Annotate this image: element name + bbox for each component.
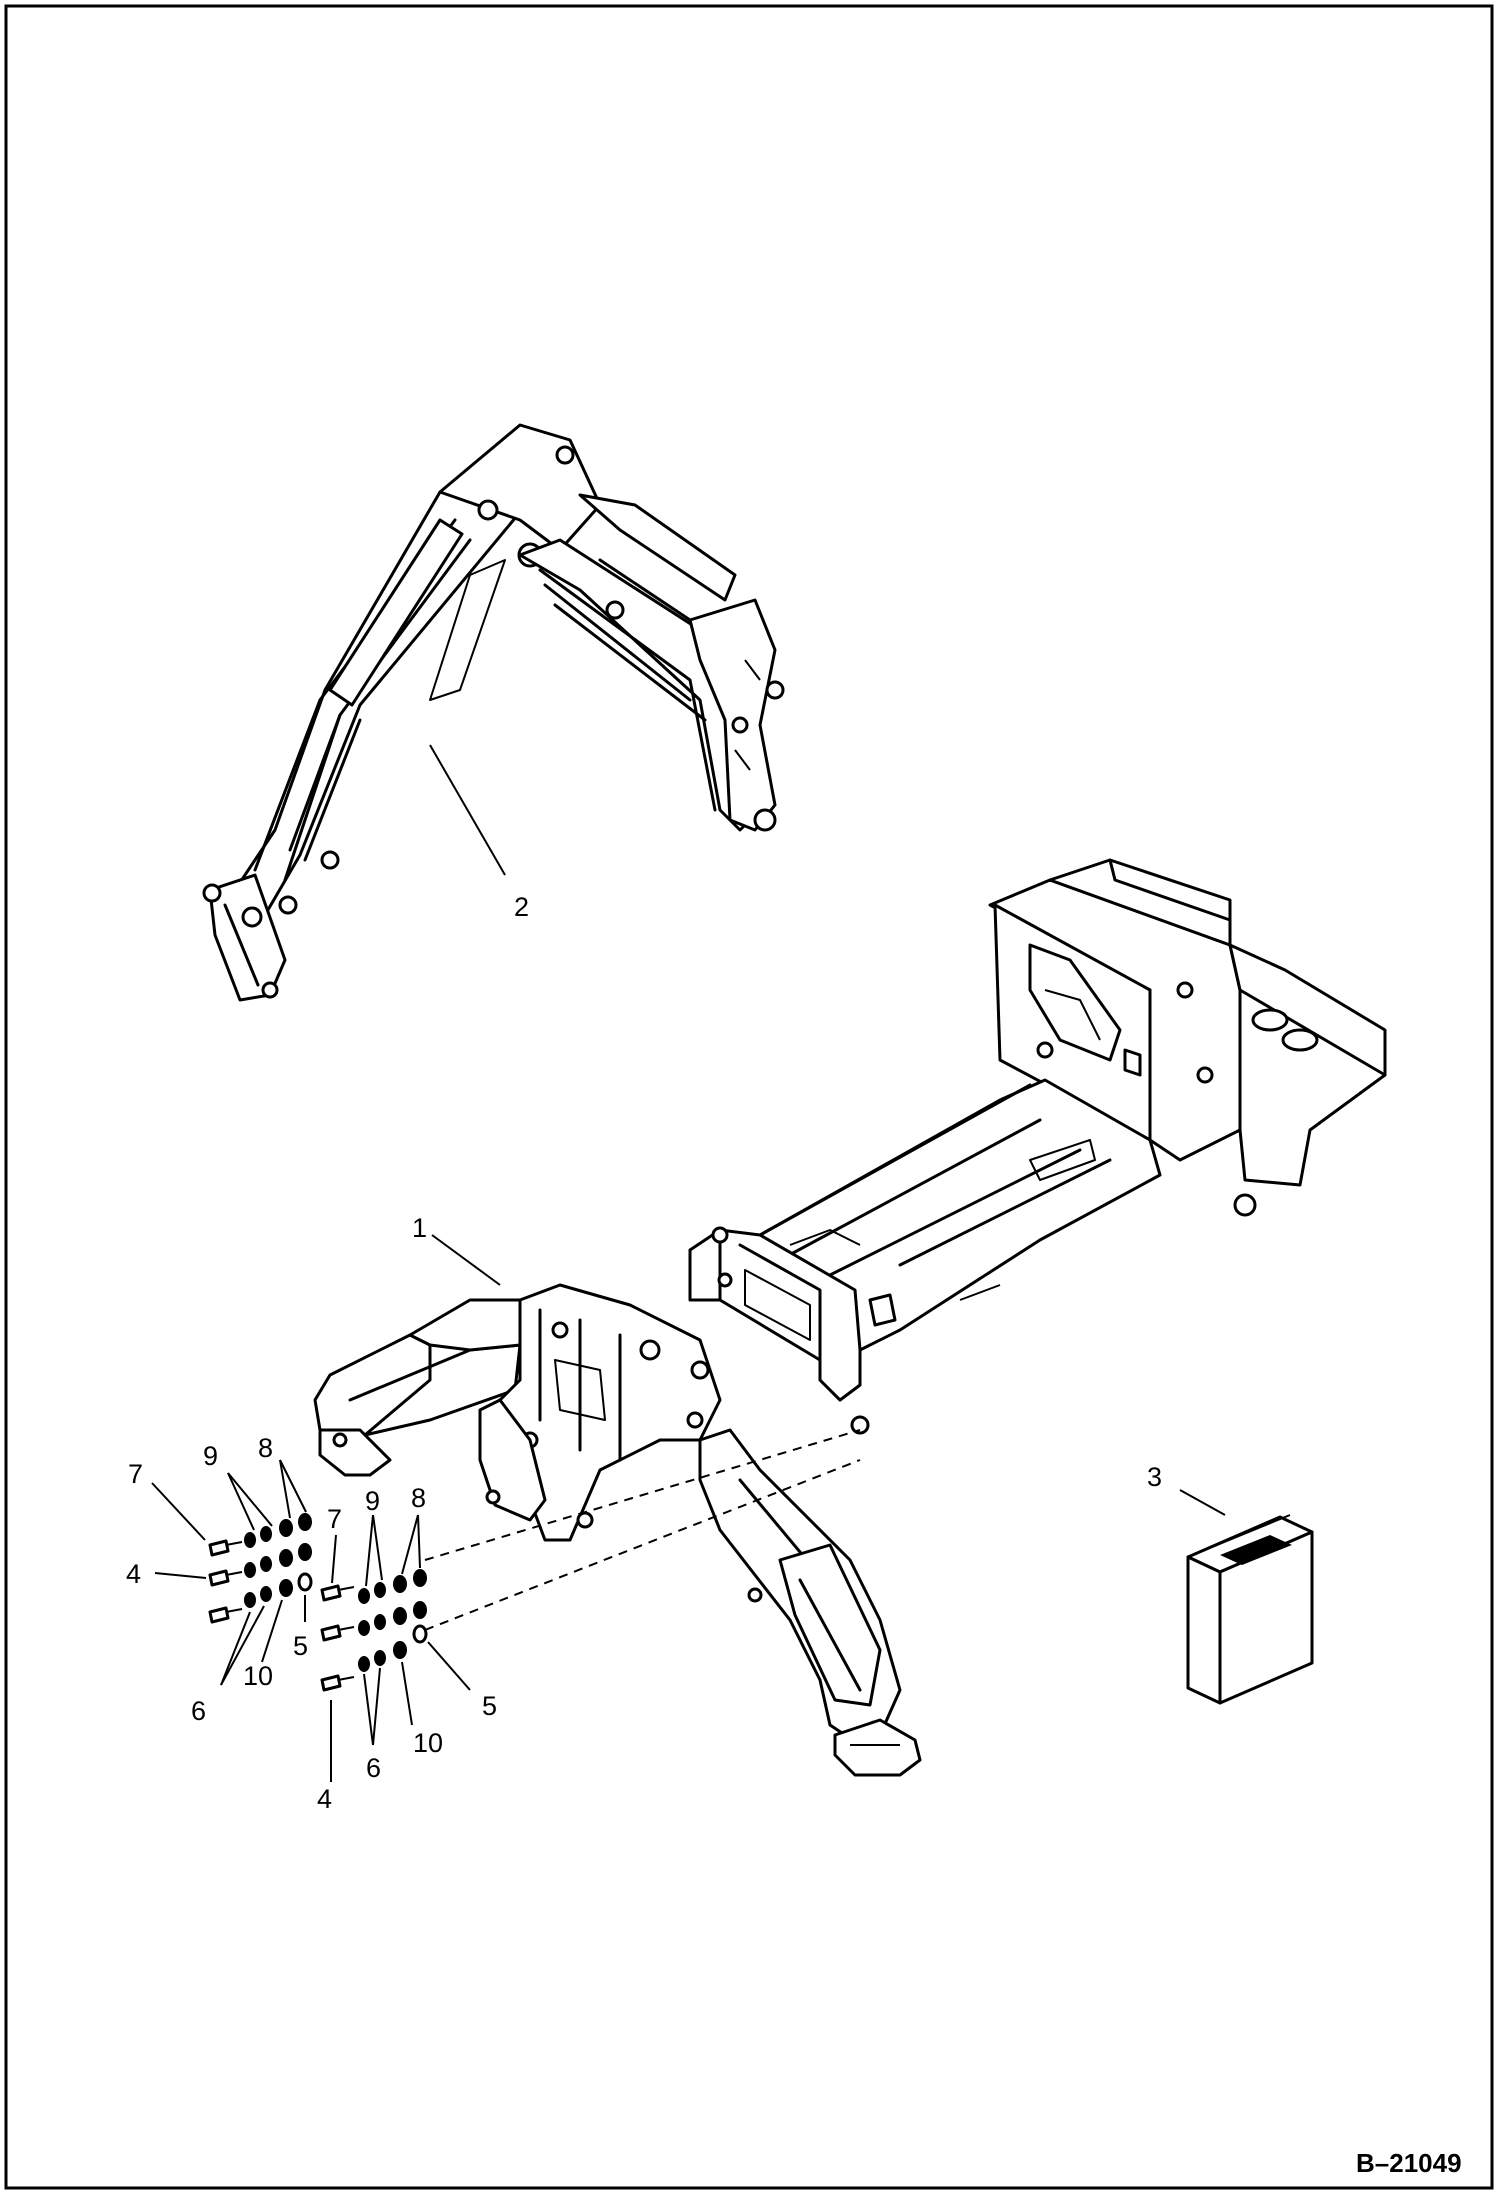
callout-3: 3 xyxy=(1147,1462,1162,1492)
callout-7a: 7 xyxy=(128,1459,143,1489)
boom-assembly xyxy=(202,423,785,1002)
callout-8a: 8 xyxy=(258,1433,273,1463)
callout-10a: 10 xyxy=(243,1661,273,1691)
hardware-group-b xyxy=(320,1514,471,1782)
leader-2 xyxy=(429,744,506,876)
manual-box xyxy=(1186,1514,1314,1705)
leader-3 xyxy=(1179,1489,1226,1516)
callout-2: 2 xyxy=(514,892,529,922)
callout-4a: 4 xyxy=(126,1559,141,1589)
callout-8b: 8 xyxy=(411,1483,426,1513)
mounting-line-upper xyxy=(424,1429,861,1561)
callout-4b: 4 xyxy=(317,1784,332,1814)
callout-9a: 9 xyxy=(203,1441,218,1471)
mounting-line-lower xyxy=(424,1459,861,1631)
callout-5a: 5 xyxy=(293,1631,308,1661)
callout-6a: 6 xyxy=(191,1696,206,1726)
stabilizer-assembly xyxy=(313,1283,922,1777)
callout-1: 1 xyxy=(412,1213,427,1243)
hardware-group-a xyxy=(151,1459,313,1686)
page-frame xyxy=(4,4,1494,2190)
leader-1 xyxy=(431,1234,501,1286)
callout-7b: 7 xyxy=(327,1504,342,1534)
callout-5b: 5 xyxy=(482,1691,497,1721)
mainframe xyxy=(688,858,1387,1435)
figure-number: B–21049 xyxy=(1356,2148,1462,2178)
callout-9b: 9 xyxy=(365,1486,380,1516)
callout-6b: 6 xyxy=(366,1753,381,1783)
callout-10b: 10 xyxy=(413,1728,443,1758)
